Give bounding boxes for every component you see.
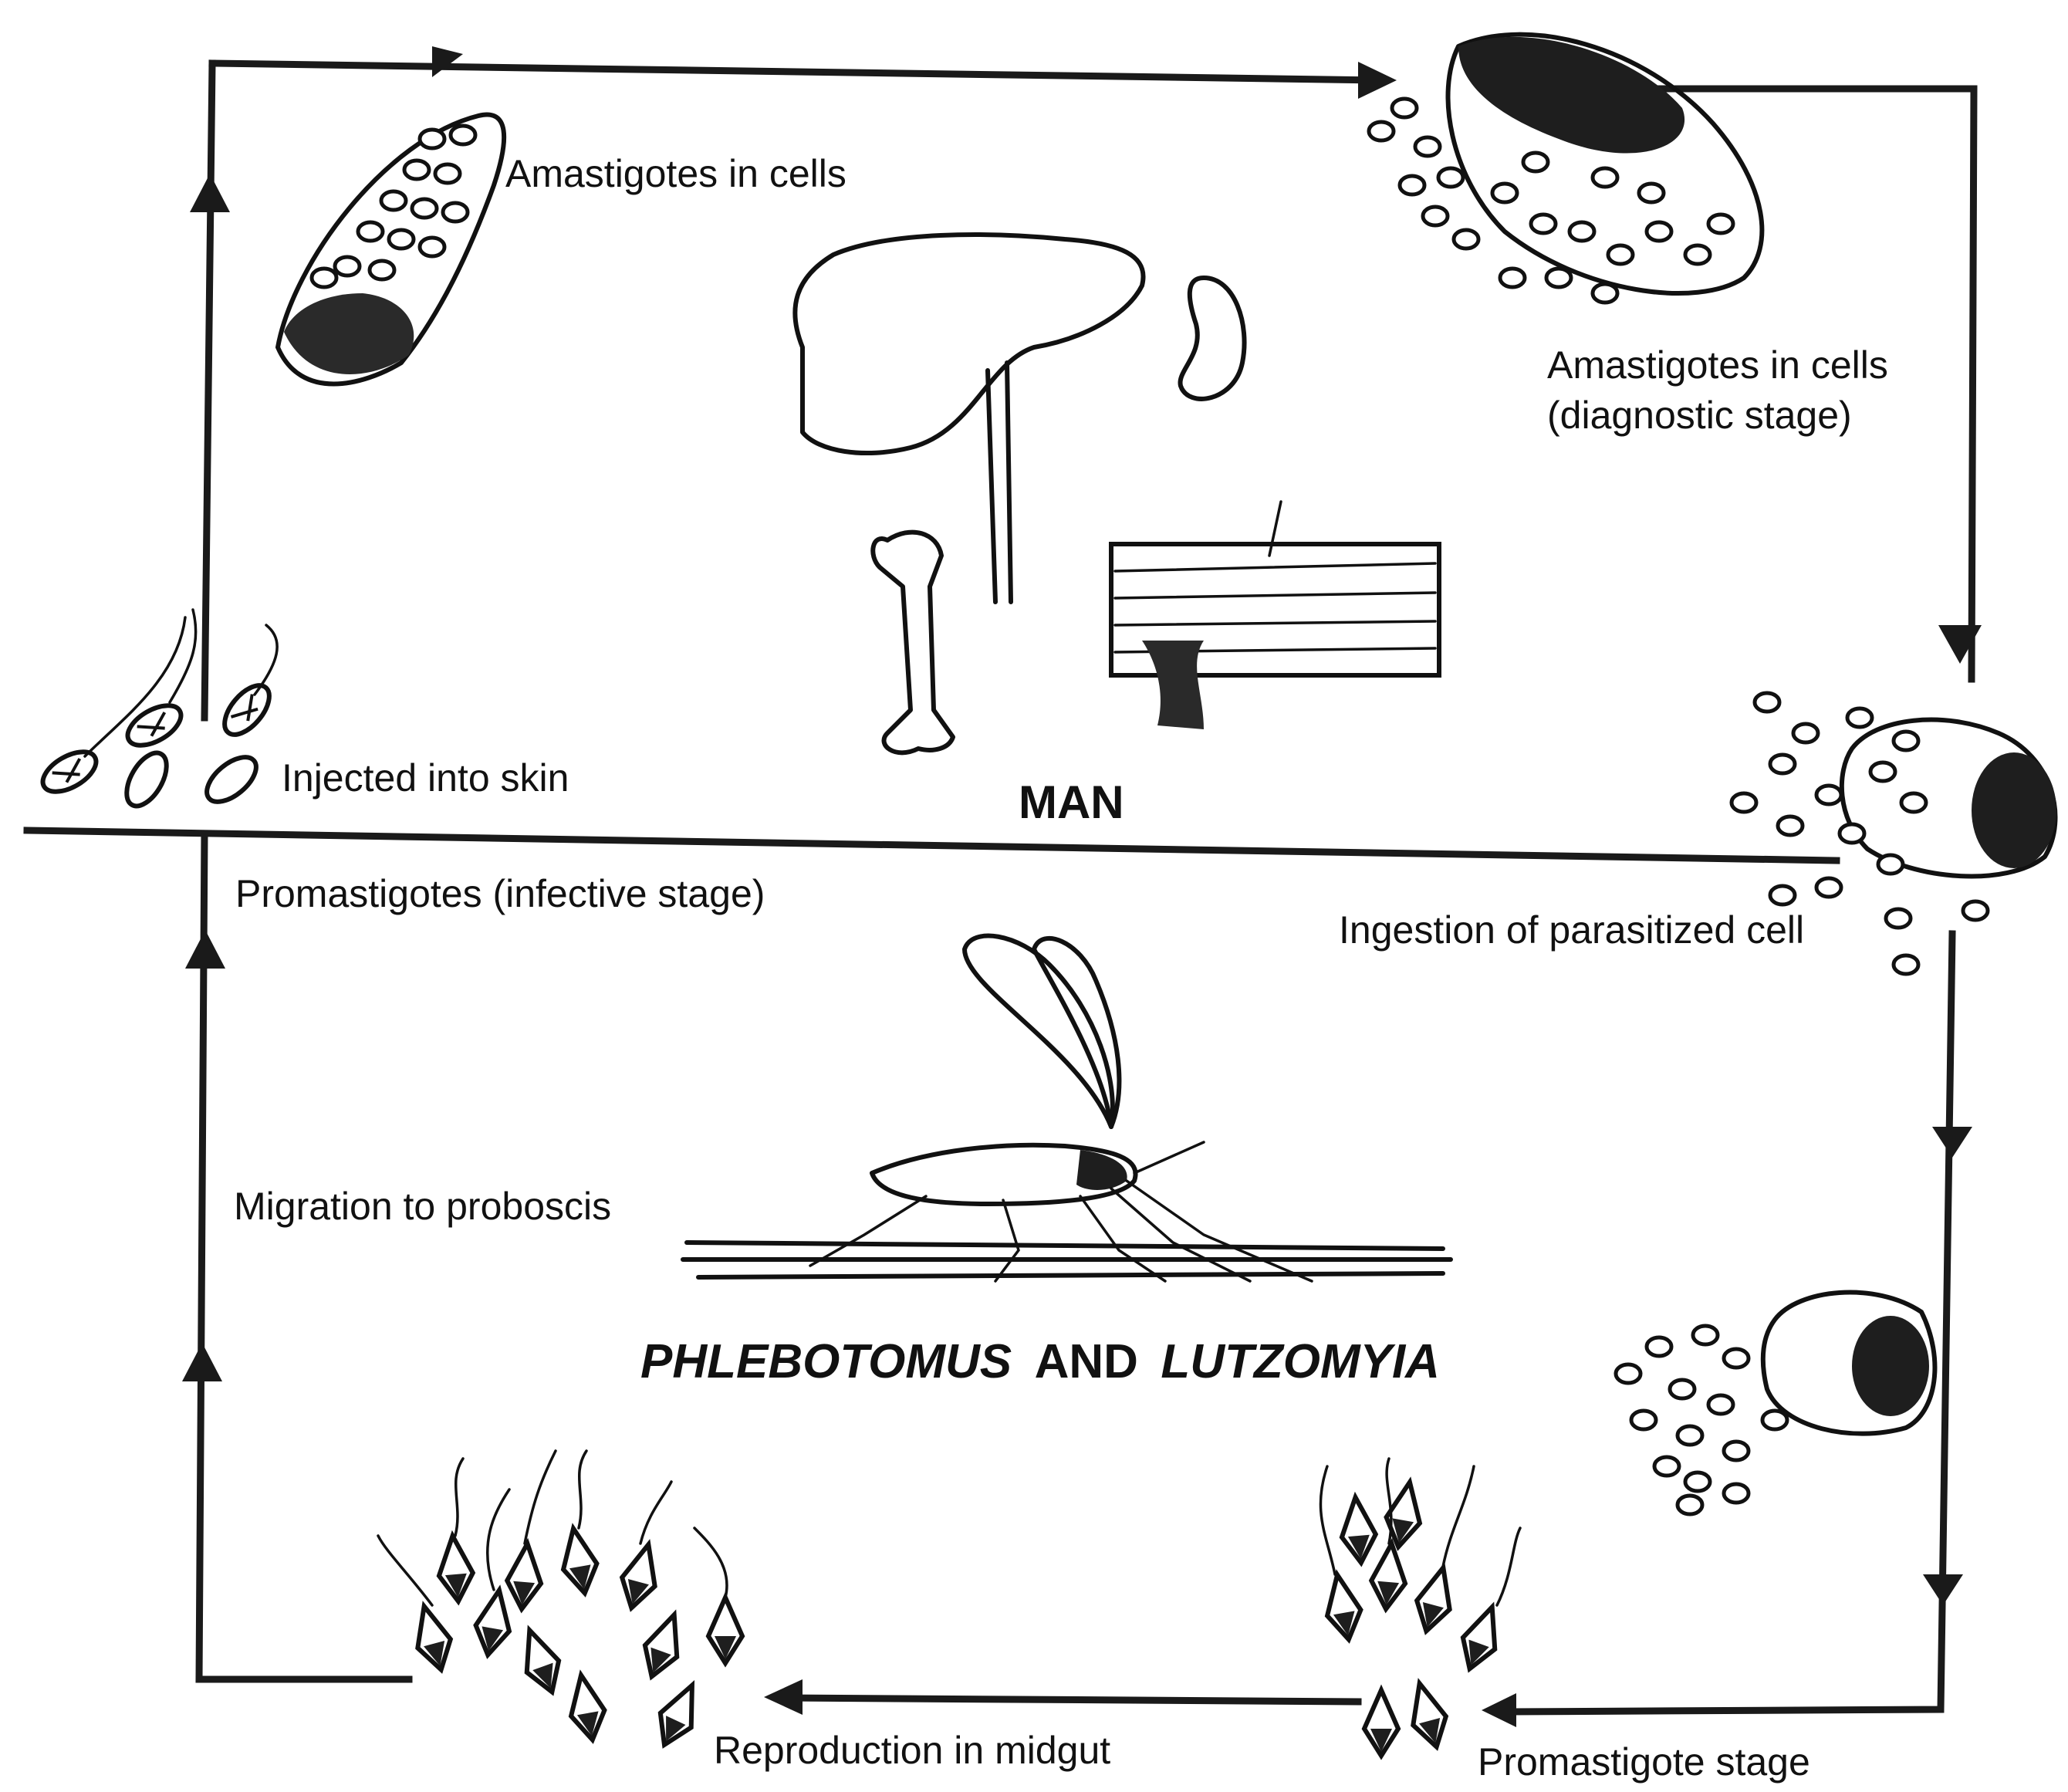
arrow-left-up-1	[182, 1343, 222, 1381]
label-promastigotes-infective: Promastigotes (infective stage)	[235, 872, 765, 915]
label-injected-into-skin: Injected into skin	[282, 756, 569, 800]
sandfly-wing-2	[1034, 938, 1119, 1127]
labels: Amastigotes in cells Amastigotes in cell…	[234, 152, 1888, 1784]
sandfly-illustration	[683, 936, 1451, 1281]
bone-outline	[873, 533, 953, 753]
label-diagnostic-stage: (diagnostic stage)	[1547, 394, 1852, 437]
label-genus-phlebotomus: PHLEBOTOMUS	[640, 1335, 1012, 1388]
label-genus-and: AND	[1035, 1335, 1138, 1388]
arrow-right-lower-2	[1923, 1574, 1963, 1605]
host-vector-divider	[27, 830, 1837, 860]
label-ingestion: Ingestion of parasitized cell	[1339, 908, 1804, 952]
frame-bottom-middle	[787, 1698, 1358, 1702]
label-amastigotes-right: Amastigotes in cells	[1547, 343, 1888, 387]
promastigotes-reproduction-cluster	[378, 1451, 742, 1752]
arrow-top-right	[1358, 62, 1397, 99]
label-host-man: MAN	[1019, 776, 1124, 828]
label-migration: Migration to proboscis	[234, 1185, 611, 1228]
label-vector: PHLEBOTOMUS AND LUTZOMYIA	[640, 1335, 1440, 1388]
sandfly-wing-1	[965, 936, 1113, 1127]
label-reproduction: Reproduction in midgut	[714, 1729, 1110, 1772]
arrow-left-up-3	[190, 174, 230, 212]
label-promastigote-stage: Promastigote stage	[1478, 1740, 1810, 1784]
liver-vessel	[988, 363, 1011, 602]
arrow-left-up-2	[185, 930, 225, 969]
promastigotes-injected-cluster	[36, 610, 278, 813]
ruptured-cell-diagnostic	[1369, 35, 1762, 303]
arrow-bottom-mid	[764, 1679, 803, 1715]
frame-left-upper	[204, 63, 212, 718]
frame-left-side	[199, 833, 409, 1679]
cell-with-amastigotes-left	[278, 114, 504, 384]
arrow-right-lower-1	[1932, 1127, 1972, 1158]
arrow-bottom-left-pointing	[1482, 1693, 1516, 1727]
spleen-outline	[1181, 278, 1245, 399]
label-amastigotes-left: Amastigotes in cells	[505, 152, 846, 195]
label-genus-lutzomyia: LUTZOMYIA	[1161, 1335, 1440, 1388]
liver-outline	[795, 235, 1143, 453]
parasitized-cell-in-gut	[1616, 1293, 1935, 1514]
frame-top-edge	[212, 63, 1381, 80]
arrow-top-mid	[432, 46, 463, 77]
human-organs-illustration	[795, 235, 1439, 752]
